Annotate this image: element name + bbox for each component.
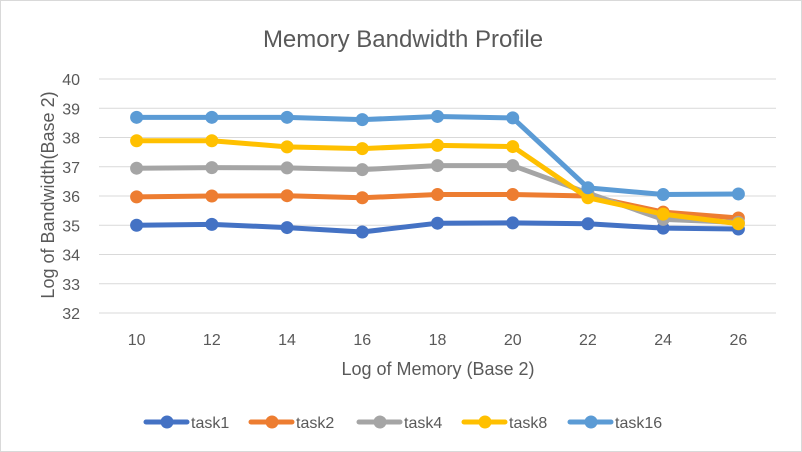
y-tick-label: 32 <box>62 306 80 323</box>
data-point <box>280 110 294 124</box>
data-point <box>280 221 294 235</box>
x-tick-label: 16 <box>353 332 371 349</box>
legend-item-task16: task16 <box>567 415 662 432</box>
legend-marker <box>160 415 174 429</box>
y-axis-ticks: 32 33 34 35 36 37 38 39 40 <box>62 72 80 323</box>
data-point <box>355 142 369 156</box>
x-axis-title: Log of Memory (Base 2) <box>341 359 534 379</box>
series-line <box>134 113 741 198</box>
data-point <box>355 163 369 177</box>
data-point <box>431 159 444 173</box>
legend-label: task4 <box>404 415 442 432</box>
legend-label: task1 <box>191 415 229 432</box>
data-point <box>581 191 595 205</box>
y-tick-label: 40 <box>62 72 80 89</box>
data-point <box>130 134 144 148</box>
chart-title: Memory Bandwidth Profile <box>263 26 543 53</box>
data-point <box>506 188 520 202</box>
legend-label: task8 <box>509 415 547 432</box>
data-point <box>431 188 444 202</box>
data-point <box>130 218 144 232</box>
x-tick-label: 18 <box>429 332 447 349</box>
x-tick-label: 24 <box>654 332 672 349</box>
legend: task1 task2 task4 task8 task16 <box>143 415 662 432</box>
y-axis-title: Log of Bandwidth(Base 2) <box>38 91 58 298</box>
x-tick-label: 26 <box>729 332 747 349</box>
data-point <box>130 190 144 204</box>
legend-item-task1: task1 <box>143 415 229 432</box>
data-point <box>731 187 745 201</box>
legend-item-task8: task8 <box>461 415 547 432</box>
y-tick-label: 34 <box>62 248 80 265</box>
legend-marker <box>584 415 598 429</box>
data-point <box>205 134 219 148</box>
series-lines <box>130 109 745 239</box>
legend-marker <box>265 415 279 429</box>
data-point <box>280 140 294 154</box>
y-tick-label: 36 <box>62 189 80 206</box>
data-point <box>130 110 144 124</box>
legend-marker <box>478 415 492 429</box>
data-point <box>656 188 670 202</box>
data-point <box>581 217 595 231</box>
legend-label: task2 <box>296 415 334 432</box>
data-point <box>205 161 219 175</box>
data-point <box>205 217 219 231</box>
legend-item-task2: task2 <box>248 415 334 432</box>
data-point <box>581 181 595 195</box>
series-task8 <box>130 134 745 231</box>
x-tick-label: 20 <box>504 332 522 349</box>
x-tick-label: 10 <box>128 332 146 349</box>
x-axis-ticks: 10 12 14 16 18 20 22 24 26 <box>128 332 748 349</box>
data-point <box>506 140 520 154</box>
data-point <box>431 109 444 123</box>
data-point <box>205 189 219 203</box>
series-task1 <box>130 216 745 239</box>
y-tick-label: 39 <box>62 101 80 118</box>
data-point <box>355 191 369 205</box>
data-point <box>205 110 219 124</box>
x-tick-label: 12 <box>203 332 221 349</box>
x-tick-label: 22 <box>579 332 597 349</box>
data-point <box>506 111 520 125</box>
y-tick-label: 33 <box>62 277 80 294</box>
data-point <box>280 189 294 203</box>
data-point <box>280 161 294 175</box>
y-tick-label: 37 <box>62 160 80 177</box>
y-tick-label: 35 <box>62 218 80 235</box>
data-point <box>506 216 520 230</box>
data-point <box>431 138 444 152</box>
data-point <box>130 161 144 175</box>
data-point <box>506 159 520 173</box>
x-tick-label: 14 <box>278 332 296 349</box>
series-task16 <box>130 109 745 202</box>
y-tick-label: 38 <box>62 131 80 148</box>
legend-label: task16 <box>615 415 662 432</box>
data-point <box>731 217 745 231</box>
legend-marker <box>373 415 387 429</box>
data-point <box>431 216 444 230</box>
legend-item-task4: task4 <box>356 415 442 432</box>
data-point <box>656 207 670 221</box>
series-line <box>134 138 741 227</box>
data-point <box>355 225 369 239</box>
data-point <box>355 113 369 127</box>
